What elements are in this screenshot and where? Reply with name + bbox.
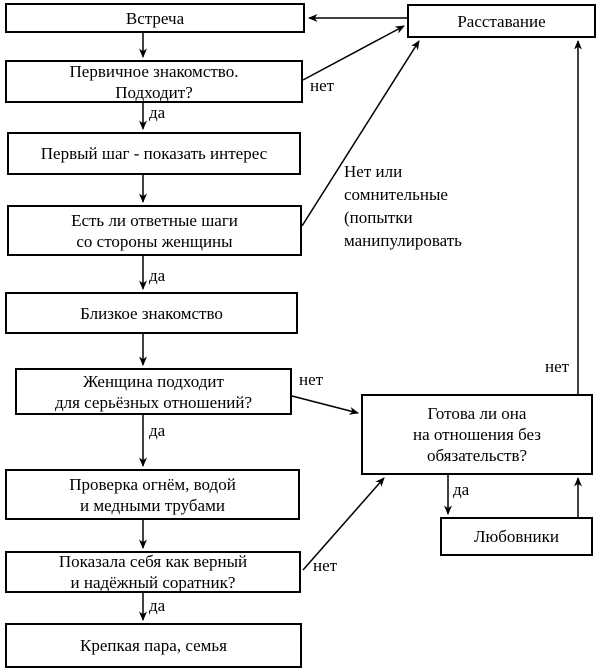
node-perviy-shag: Первый шаг - показать интерес (7, 132, 301, 175)
edge-label-net-1: нет (310, 76, 335, 95)
edge-label-net-2: нет (299, 370, 324, 389)
node-pokazala-sebya: Показала себя как верный и надёжный сора… (5, 551, 301, 593)
edge-label-reject-note: Нет или сомнительные (попытки манипулиро… (344, 162, 462, 250)
edge-label-da-2: да (149, 266, 166, 285)
node-otvetnye-shagi: Есть ли ответные шаги со стороны женщины (7, 205, 302, 256)
edge-label-da-5: да (453, 480, 470, 499)
edge-label-net-4: нет (545, 357, 570, 376)
node-pervichnoe-znakomstvo: Первичное знакомство. Подходит? (5, 60, 303, 103)
edge-label-da-4: да (149, 596, 166, 615)
edge-label-da-1: да (149, 103, 166, 122)
edge-label-net-3: нет (313, 556, 338, 575)
node-zhenshchina-podhodit: Женщина подходит для серьёзных отношений… (15, 368, 292, 415)
node-proverka: Проверка огнём, водой и медными трубами (5, 469, 300, 520)
edge-label-da-3: да (149, 421, 166, 440)
node-gotova-li-ona: Готова ли она на отношения без обязатель… (361, 394, 593, 475)
node-vstrecha: Встреча (5, 3, 305, 33)
node-blizkoe-znakomstvo: Близкое знакомство (5, 292, 298, 334)
node-rasstavanie: Расставание (407, 4, 596, 38)
node-lyubovniki: Любовники (440, 517, 593, 556)
node-krepkaya-para: Крепкая пара, семья (5, 623, 302, 668)
